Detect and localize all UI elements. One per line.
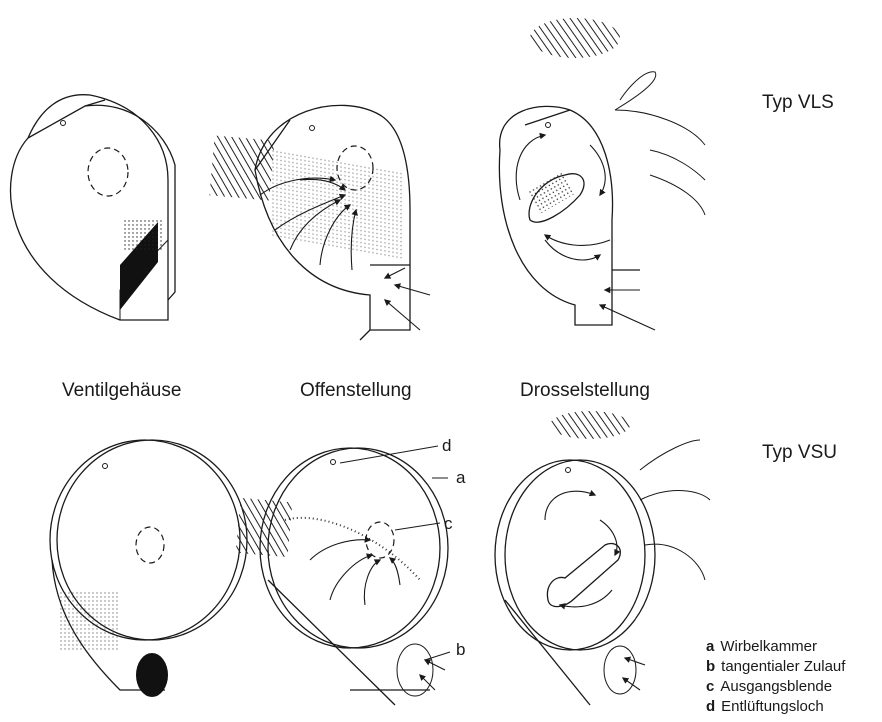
- vsu-open: [236, 446, 450, 705]
- type-label-vsu: Typ VSU: [762, 442, 837, 464]
- column-label-throttle: Drosselstellung: [520, 380, 650, 402]
- callout-b: b: [456, 640, 465, 660]
- vls-open: [209, 105, 430, 340]
- column-label-housing: Ventilgehäuse: [62, 380, 181, 402]
- vls-throttle: [499, 18, 705, 330]
- callout-a: a: [456, 468, 465, 488]
- callout-d: d: [442, 436, 451, 456]
- column-label-open: Offenstellung: [300, 380, 412, 402]
- callout-c: c: [444, 514, 453, 534]
- vsu-throttle: [495, 411, 710, 705]
- vsu-housing: [50, 440, 247, 697]
- type-label-vls: Typ VLS: [762, 92, 834, 114]
- vls-housing: [11, 95, 175, 320]
